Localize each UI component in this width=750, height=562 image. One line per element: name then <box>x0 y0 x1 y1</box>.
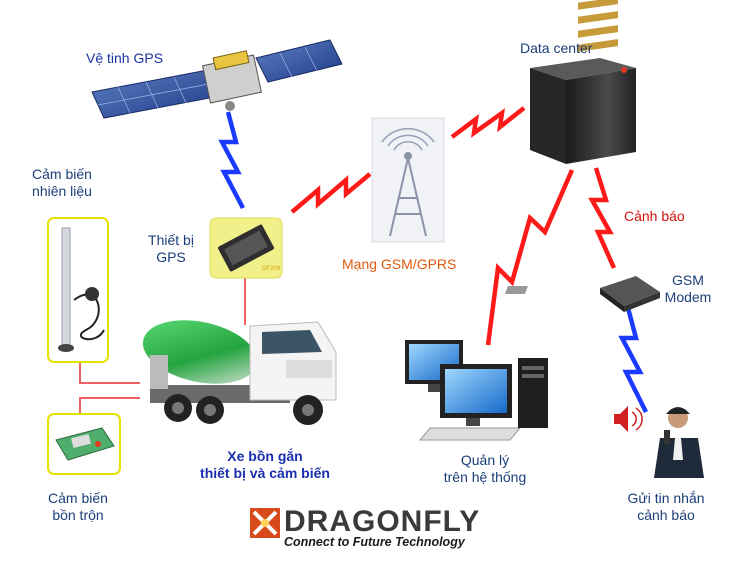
gsm-modem-icon <box>504 276 660 312</box>
label-gps-device: Thiết bị GPS <box>136 232 206 266</box>
label-fuel-sensor: Cảm biến nhiên liệu <box>20 166 104 200</box>
link-satellite-to-gps <box>218 111 245 210</box>
label-mixer-sensor-line1: Cảm biến <box>48 490 108 506</box>
label-fuel-sensor-line2: nhiên liệu <box>32 183 92 199</box>
logo-tagline: Connect to Future Technology <box>284 535 465 549</box>
link-datacenter-to-modem <box>588 167 617 269</box>
connector-lines <box>79 278 246 413</box>
label-gsm-modem: GSM Modem <box>656 272 720 306</box>
label-truck-line2: thiết bị và cảm biến <box>200 465 330 481</box>
label-mixer-sensor-line2: bồn trộn <box>52 507 104 523</box>
label-alert: Cảnh báo <box>624 208 685 224</box>
label-gps-device-line1: Thiết bị <box>148 232 194 248</box>
label-fuel-sensor-line1: Cảm biến <box>32 166 92 182</box>
label-send-alert-line2: cảnh báo <box>637 507 695 523</box>
label-management-line1: Quản lý <box>460 452 510 468</box>
fuel-sensor-icon <box>47 217 109 363</box>
label-management-line2: trên hệ thống <box>443 469 527 485</box>
gsm-tower-icon <box>371 117 445 243</box>
person-icon <box>654 407 704 478</box>
link-gsm-to-datacenter <box>450 106 526 139</box>
label-mixer-sensor: Cảm biến bồn trộn <box>28 490 128 524</box>
speaker-icon <box>614 406 643 432</box>
gps-device-icon: DF209 <box>209 217 283 279</box>
label-management: Quản lý trên hệ thống <box>420 452 550 486</box>
dragonfly-logo-icon <box>250 508 280 538</box>
device-model-label: DF209 <box>262 266 281 272</box>
label-gsm-network: Mạng GSM/GPRS <box>342 256 457 272</box>
link-datacenter-to-management <box>485 169 575 346</box>
label-send-alert-line1: Gửi tin nhắn <box>627 490 705 506</box>
label-data-center: Data center <box>520 40 593 56</box>
label-gsm-modem-line1: GSM <box>672 272 704 288</box>
label-gps-device-line2: GPS <box>156 249 186 265</box>
mixer-truck-icon <box>142 320 337 425</box>
label-truck: Xe bồn gắn thiết bị và cảm biến <box>170 448 360 482</box>
mixer-sensor-icon <box>47 413 121 475</box>
dragonfly-logo: DRAGONFLY Connect to Future Technology <box>248 505 508 551</box>
label-send-alert: Gửi tin nhắn cảnh báo <box>606 490 726 524</box>
label-gsm-modem-line2: Modem <box>664 289 712 305</box>
computer-icon <box>405 340 548 441</box>
server-icon <box>530 0 636 164</box>
label-truck-line1: Xe bồn gắn <box>227 448 303 464</box>
label-gps-satellite: Vệ tinh GPS <box>86 50 164 66</box>
link-modem-to-phone <box>618 307 649 414</box>
link-gps-to-gsm <box>290 172 372 214</box>
logo-brand: DRAGONFLY <box>284 505 481 538</box>
satellite-icon <box>91 39 343 119</box>
